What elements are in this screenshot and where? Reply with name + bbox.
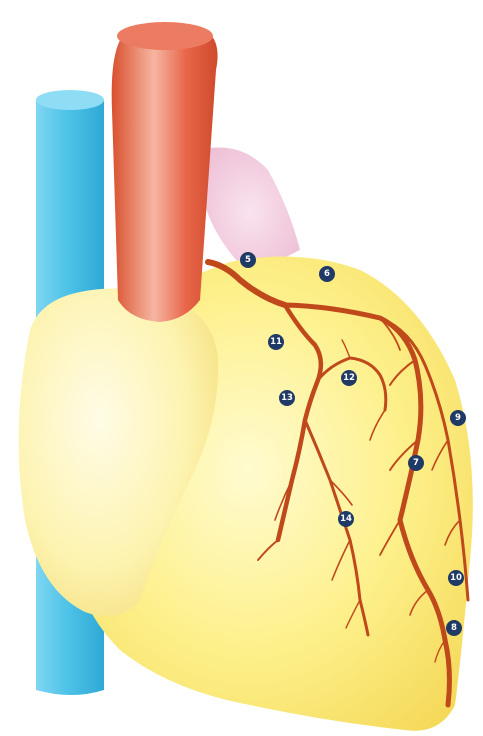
svg-text:13: 13 [281, 393, 293, 403]
svg-text:5: 5 [245, 255, 251, 265]
marker-14: 14 [338, 511, 354, 527]
svg-text:10: 10 [450, 573, 462, 583]
marker-7: 7 [408, 455, 424, 471]
marker-9: 9 [450, 410, 466, 426]
marker-12: 12 [341, 370, 357, 386]
marker-11: 11 [268, 334, 284, 350]
svg-text:8: 8 [451, 623, 457, 633]
svg-text:9: 9 [455, 413, 461, 423]
marker-8: 8 [446, 620, 462, 636]
svg-text:11: 11 [270, 337, 282, 347]
svg-text:6: 6 [324, 269, 330, 279]
marker-6: 6 [319, 266, 335, 282]
svg-text:7: 7 [413, 458, 419, 468]
svg-text:14: 14 [340, 514, 352, 524]
marker-5: 5 [240, 252, 256, 268]
marker-13: 13 [279, 390, 295, 406]
svg-text:12: 12 [343, 373, 355, 383]
marker-10: 10 [448, 570, 464, 586]
